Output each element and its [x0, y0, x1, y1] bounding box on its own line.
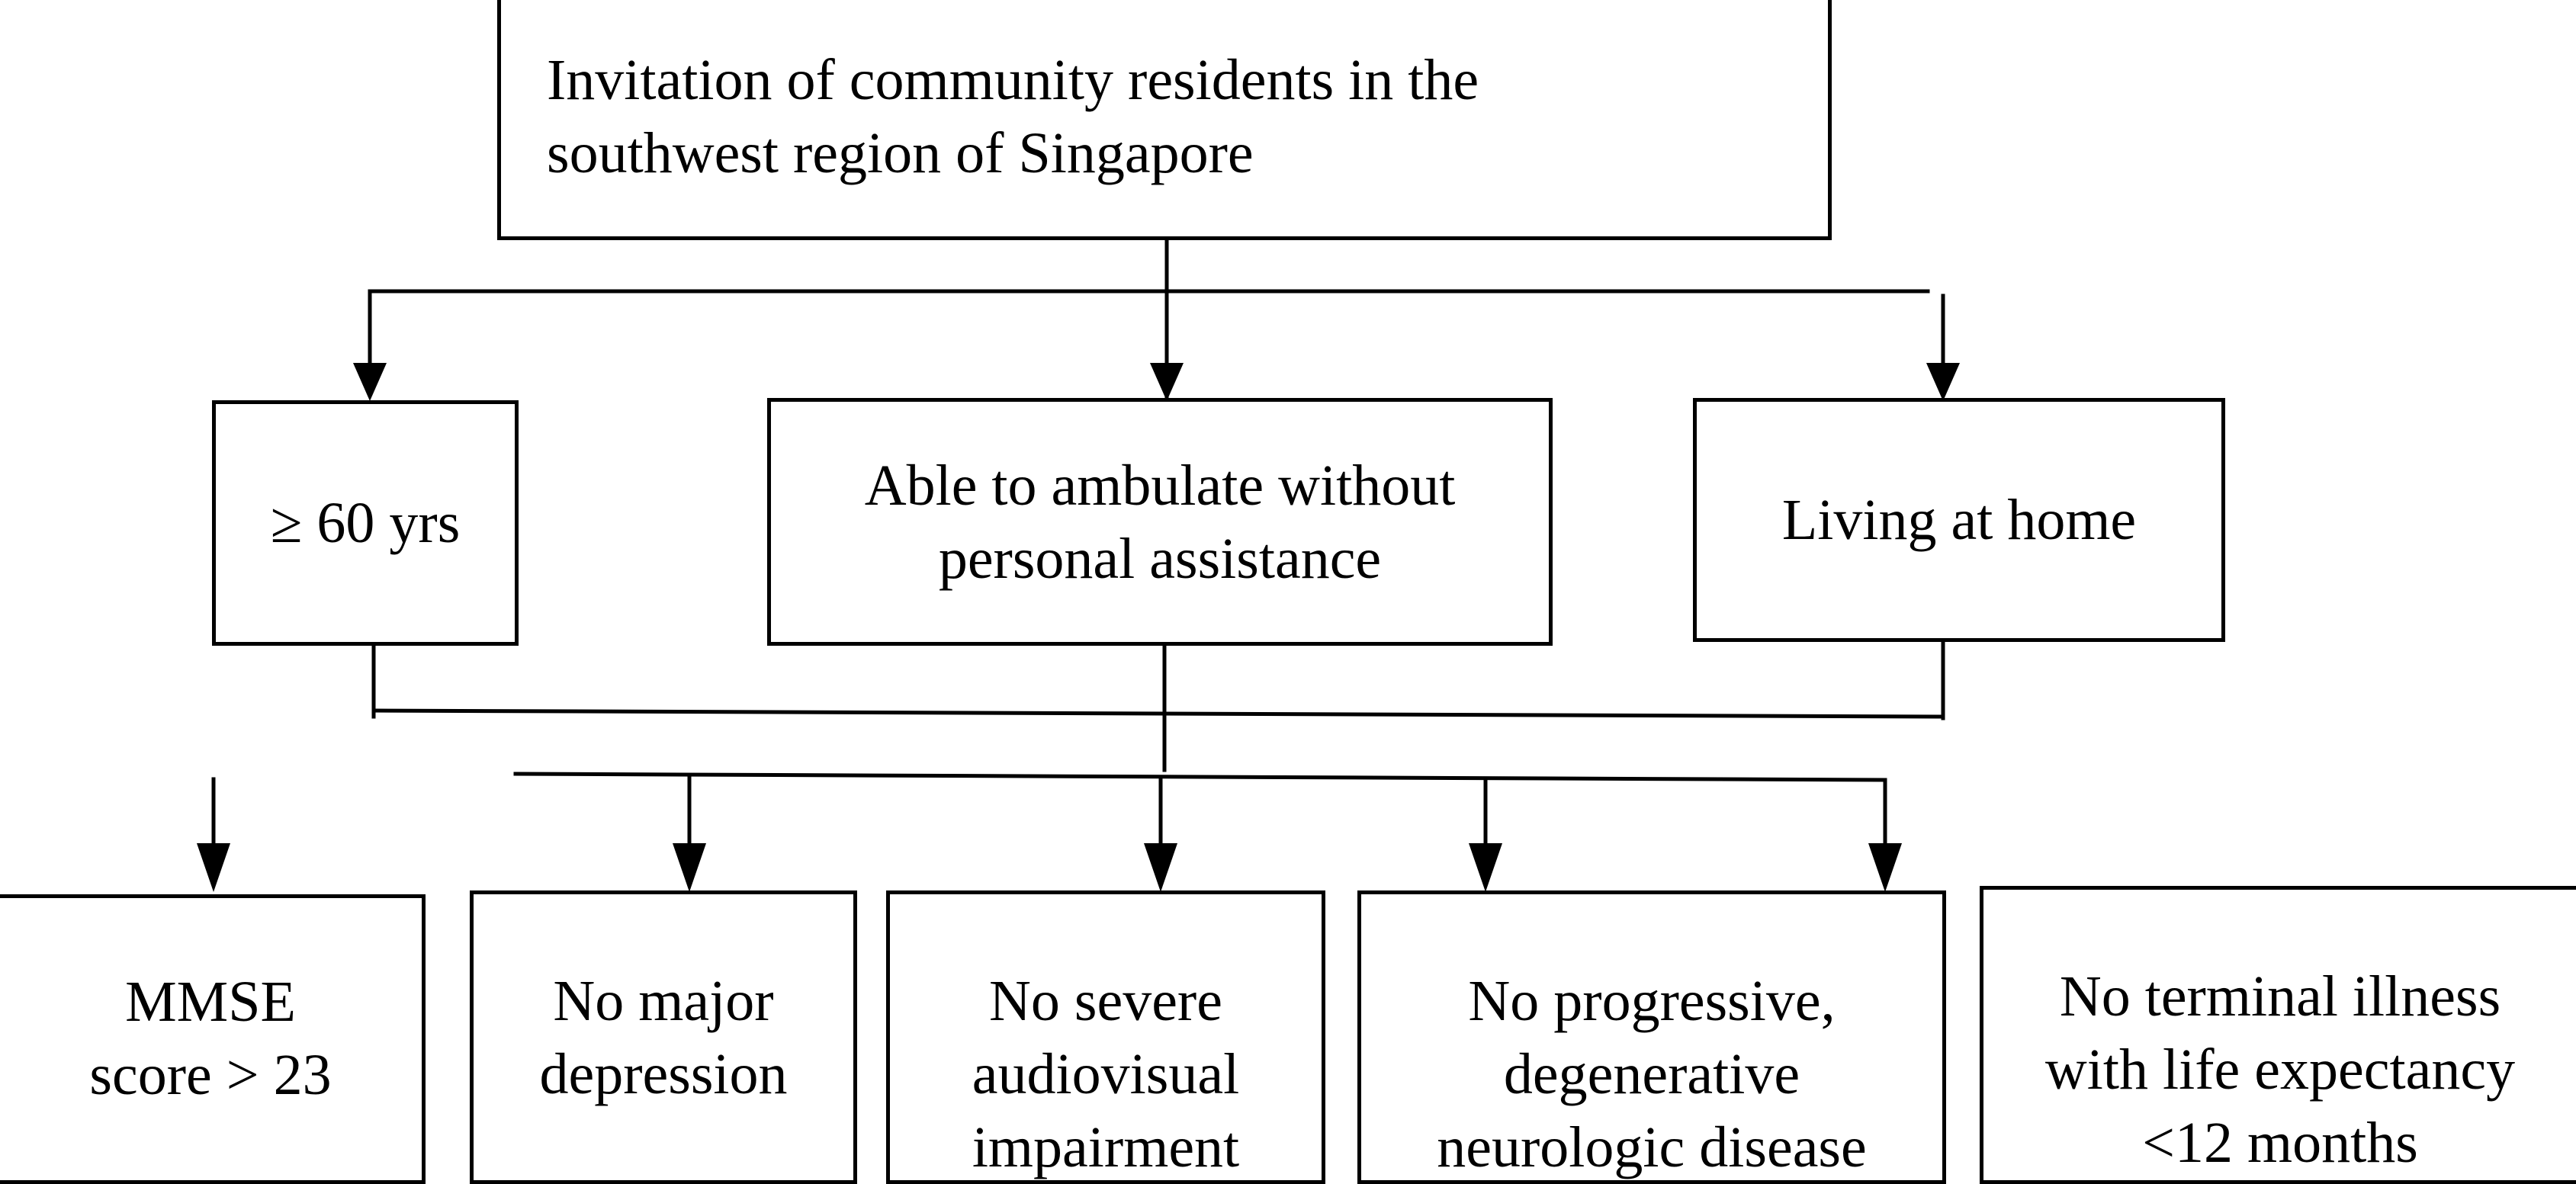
box-neuro: No progressive, degenerative neurologic … — [1357, 890, 1946, 1184]
box-terminal: No terminal illness with life expectancy… — [1980, 886, 2576, 1184]
box-depression: No major depression — [470, 890, 857, 1184]
box-depression-line2: depression — [539, 1042, 788, 1106]
box-home-label: Living at home — [1782, 483, 2136, 557]
box-audiovisual: No severe audiovisual impairment — [886, 890, 1325, 1184]
box-depression-line1: No major — [553, 969, 774, 1033]
box-age-line1: ≥ 60 yrs — [270, 491, 461, 555]
box-terminal-label: No terminal illness with life expectancy… — [2045, 960, 2515, 1179]
box-audiovisual-line1: No severe — [989, 969, 1222, 1033]
box-terminal-line3: <12 months — [2142, 1111, 2418, 1175]
box-terminal-line2: with life expectancy — [2044, 1038, 2516, 1102]
box-invitation-label: Invitation of community residents in the… — [547, 43, 1479, 190]
box-home-line1: Living at home — [1781, 488, 2137, 552]
box-audiovisual-label: No severe audiovisual impairment — [972, 964, 1239, 1184]
box-ambulate-label: Able to ambulate without personal assist… — [865, 449, 1456, 595]
arrowhead-depression — [673, 843, 706, 892]
arrowhead-home — [1926, 363, 1960, 401]
box-neuro-line1: No progressive, — [1468, 969, 1836, 1033]
box-ambulate-line2: personal assistance — [938, 526, 1382, 591]
connector-join-bar — [371, 708, 1945, 719]
box-mmse: MMSE score > 23 — [0, 894, 426, 1184]
box-depression-label: No major depression — [539, 964, 787, 1111]
box-ambulate: Able to ambulate without personal assist… — [767, 398, 1553, 646]
box-mmse-line2: score > 23 — [89, 1043, 332, 1107]
box-invitation: Invitation of community residents in the… — [497, 0, 1832, 240]
arrowhead-audiovisual — [1144, 843, 1177, 892]
box-invitation-line1: Invitation of community residents in the — [547, 47, 1479, 112]
box-neuro-label: No progressive, degenerative neurologic … — [1437, 964, 1866, 1184]
arrowhead-terminal — [1868, 843, 1902, 892]
box-neuro-line3: neurologic disease — [1437, 1115, 1867, 1179]
box-invitation-line2: southwest region of Singapore — [547, 120, 1254, 185]
box-ambulate-line1: Able to ambulate without — [864, 453, 1456, 518]
connector-lower-bar — [513, 772, 1887, 782]
box-mmse-label: MMSE score > 23 — [89, 965, 331, 1112]
arrowhead-mmse — [197, 843, 230, 892]
box-audiovisual-line3: impairment — [972, 1115, 1240, 1179]
box-home: Living at home — [1693, 398, 2225, 642]
arrowhead-age — [353, 363, 387, 401]
box-neuro-line2: degenerative — [1503, 1042, 1800, 1106]
box-audiovisual-line2: audiovisual — [972, 1042, 1240, 1106]
box-terminal-line1: No terminal illness — [2059, 964, 2501, 1028]
arrowhead-ambulate — [1150, 363, 1184, 401]
box-age: ≥ 60 yrs — [212, 400, 519, 646]
box-age-label: ≥ 60 yrs — [271, 486, 461, 560]
arrowhead-neuro — [1469, 843, 1502, 892]
box-mmse-line1: MMSE — [125, 970, 296, 1034]
